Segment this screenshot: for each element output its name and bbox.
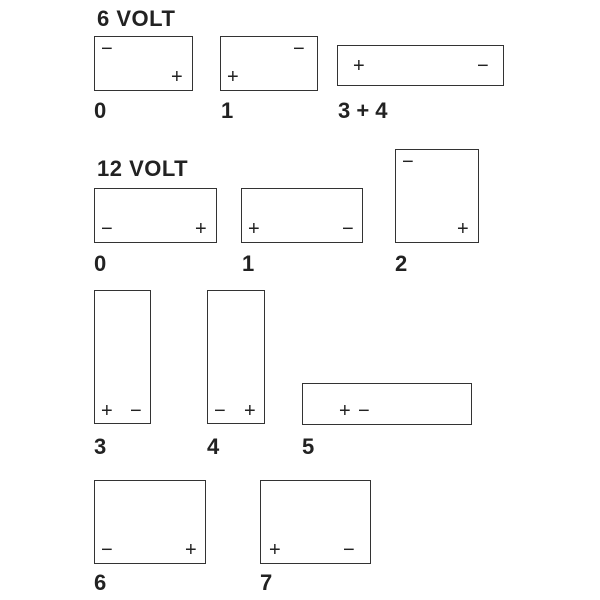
battery-12v-layout-5: + − (302, 383, 472, 425)
negative-terminal-icon: − (293, 38, 305, 60)
negative-terminal-icon: − (101, 539, 113, 561)
layout-code-6v-0: 0 (94, 98, 107, 123)
layout-code-12v-0: 0 (94, 251, 107, 276)
positive-terminal-icon: + (353, 55, 365, 77)
negative-terminal-icon: − (214, 400, 226, 422)
layout-code-12v-1: 1 (242, 251, 255, 276)
battery-12v-layout-3: + − (94, 290, 151, 424)
battery-12v-layout-4: − + (207, 290, 265, 424)
battery-6v-layout-0: − + (94, 36, 193, 91)
positive-terminal-icon: + (185, 539, 197, 561)
layout-code-6v-1: 1 (221, 98, 234, 123)
battery-12v-layout-6: − + (94, 480, 206, 564)
battery-12v-layout-2: − + (395, 149, 479, 243)
positive-terminal-icon: + (269, 539, 281, 561)
layout-code-12v-7: 7 (260, 570, 273, 595)
layout-code-12v-2: 2 (395, 251, 408, 276)
battery-6v-layout-1: − + (220, 36, 318, 91)
battery-6v-layout-3-4: + − (337, 45, 504, 86)
negative-terminal-icon: − (402, 151, 414, 173)
battery-12v-layout-0: − + (94, 188, 217, 243)
negative-terminal-icon: − (342, 218, 354, 240)
layout-code-12v-5: 5 (302, 434, 315, 459)
layout-code-6v-3-4: 3 + 4 (338, 98, 388, 123)
positive-terminal-icon: + (171, 66, 183, 88)
heading-12-volt: 12 VOLT (97, 156, 189, 181)
negative-terminal-icon: − (358, 400, 370, 422)
negative-terminal-icon: − (101, 38, 113, 60)
negative-terminal-icon: − (477, 55, 489, 77)
battery-12v-layout-1: + − (241, 188, 363, 243)
positive-terminal-icon: + (248, 218, 260, 240)
layout-code-12v-6: 6 (94, 570, 107, 595)
battery-12v-layout-7: + − (260, 480, 371, 564)
positive-terminal-icon: + (195, 218, 207, 240)
positive-terminal-icon: + (339, 400, 351, 422)
positive-terminal-icon: + (244, 400, 256, 422)
negative-terminal-icon: − (130, 400, 142, 422)
negative-terminal-icon: − (101, 218, 113, 240)
layout-code-12v-3: 3 (94, 434, 107, 459)
layout-code-12v-4: 4 (207, 434, 220, 459)
heading-6-volt: 6 VOLT (97, 6, 176, 31)
positive-terminal-icon: + (227, 66, 239, 88)
positive-terminal-icon: + (457, 218, 469, 240)
positive-terminal-icon: + (101, 400, 113, 422)
negative-terminal-icon: − (343, 539, 355, 561)
